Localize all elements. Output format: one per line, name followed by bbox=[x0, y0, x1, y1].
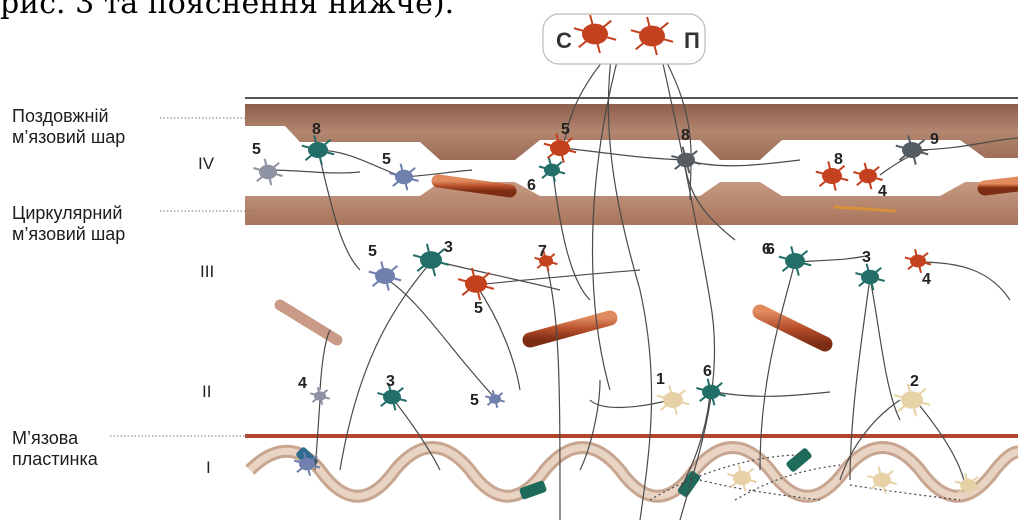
neuron-cell bbox=[657, 385, 689, 414]
layer-label-line: м’язовий шар bbox=[12, 127, 125, 148]
neuron-number-label: 3 bbox=[862, 249, 871, 266]
neuron-cell bbox=[816, 161, 848, 190]
neuron-number-label: 5 bbox=[382, 151, 391, 168]
mucosa-layer-label: М’язова пластинка bbox=[12, 428, 98, 470]
vessel bbox=[760, 312, 825, 344]
neuron-number-label: 5 bbox=[252, 141, 261, 158]
neuron-cell bbox=[539, 158, 565, 181]
neuron-cell bbox=[905, 249, 931, 272]
neuron-number-label: 6 bbox=[527, 177, 536, 194]
neuron-number-label: 9 bbox=[930, 131, 939, 148]
neuron-number-label: 8 bbox=[312, 121, 321, 138]
neuron-number-label: 3 bbox=[386, 373, 395, 390]
layer-label-line: пластинка bbox=[12, 449, 98, 470]
vessel bbox=[985, 184, 1018, 188]
longitudinal-layer-label: Поздовжній м’язовий шар bbox=[12, 106, 125, 148]
layer-label-line: Поздовжній bbox=[12, 106, 125, 127]
neuron-number-label: 4 bbox=[298, 375, 307, 392]
circular-muscle-layer bbox=[245, 182, 1018, 225]
mucosa-segment bbox=[785, 447, 813, 473]
layer-numeral-iii: III bbox=[200, 262, 214, 282]
neuron-number-label: 5 bbox=[474, 300, 483, 317]
neuron-number-label: 2 bbox=[910, 373, 919, 390]
neuron-number-label: 6 bbox=[762, 241, 771, 258]
neuron-number-label: 1 bbox=[656, 371, 665, 388]
layer-label-line: М’язова bbox=[12, 428, 98, 449]
sympathetic-label: С bbox=[556, 28, 572, 53]
layer-numeral-ii: II bbox=[202, 382, 211, 402]
layer-numeral-i: I bbox=[206, 458, 211, 478]
neuron-number-label: 4 bbox=[878, 183, 887, 200]
parasympathetic-label: П bbox=[684, 28, 700, 53]
layer-numeral-iv: IV bbox=[198, 154, 214, 174]
neuron-number-label: 5 bbox=[561, 121, 570, 138]
label-leaders bbox=[110, 118, 255, 436]
neuron-number-label: 3 bbox=[444, 239, 453, 256]
neuron-number-label: 7 bbox=[538, 243, 547, 260]
neuron-cell bbox=[696, 379, 725, 405]
longitudinal-muscle-layer bbox=[245, 104, 1018, 160]
neuron-number-label: 8 bbox=[681, 127, 690, 144]
neuron-number-label: 5 bbox=[470, 392, 479, 409]
neuron-cell bbox=[253, 159, 282, 185]
neuron-number-label: 8 bbox=[834, 151, 843, 168]
neuron-number-label: 5 bbox=[368, 243, 377, 260]
neuron-number-label: 4 bbox=[922, 271, 931, 288]
circular-layer-label: Циркулярний м’язовий шар bbox=[12, 203, 125, 245]
neuron-cell bbox=[867, 467, 896, 493]
cns-connection-box: С П bbox=[543, 14, 705, 64]
layer-label-line: м’язовий шар bbox=[12, 224, 125, 245]
neuron-cell bbox=[485, 390, 504, 408]
neuron-number-label: 6 bbox=[703, 363, 712, 380]
layer-label-line: Циркулярний bbox=[12, 203, 125, 224]
neuron-cell bbox=[727, 465, 756, 491]
neuron-cell bbox=[855, 264, 884, 290]
neuron-cell bbox=[389, 164, 418, 190]
